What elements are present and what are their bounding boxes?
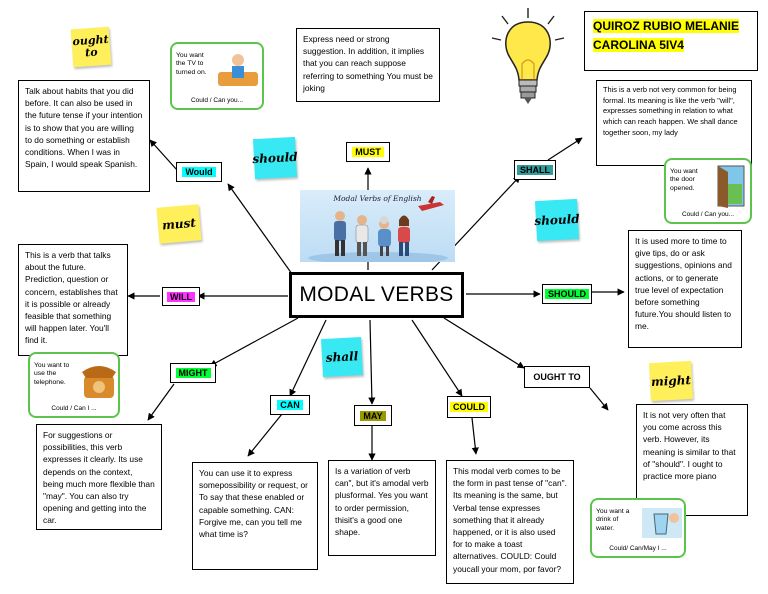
ought-to-description: It is not very often that you come acros…	[636, 404, 748, 516]
label-would: Would	[176, 162, 222, 182]
sticky-shall: shall	[321, 336, 363, 378]
label-may: MAY	[354, 405, 392, 426]
label-could: COULD	[447, 396, 491, 418]
sticky-should-2: should	[534, 198, 580, 242]
label-might-text: MIGHT	[175, 368, 211, 378]
should-description: It is used more to time to give tips, do…	[628, 230, 742, 348]
author-name: QUIROZ RUBIO MELANIE CAROLINA 5IV4	[593, 19, 739, 53]
shall-description: This is a verb not very common for being…	[596, 80, 752, 166]
door-icon	[717, 165, 745, 208]
person-on-sofa-icon	[218, 54, 258, 86]
may-description: Is a variation of verb can", but it's am…	[328, 460, 436, 556]
card-phone-text: You want to use the telephone.	[34, 362, 70, 386]
label-shall-text: SHALL	[517, 165, 553, 175]
sticky-must: must	[156, 204, 202, 244]
lightbulb-icon	[491, 8, 565, 104]
card-phone: You want to use the telephone. Could / C…	[28, 352, 120, 418]
label-can: CAN	[270, 395, 310, 415]
label-might: MIGHT	[170, 363, 216, 383]
will-description: This is a verb that talks about the futu…	[18, 244, 128, 356]
author-name-box: QUIROZ RUBIO MELANIE CAROLINA 5IV4	[584, 11, 758, 71]
can-description: You can use it to express somepossibilit…	[192, 462, 318, 570]
card-tv: You want the TV to turned on. Could / Ca…	[170, 42, 264, 110]
label-may-text: MAY	[360, 410, 386, 421]
card-door: You want the door opened. Could / Can yo…	[664, 158, 752, 224]
card-door-text: You want the door opened.	[670, 168, 698, 192]
card-water-text: You want a drink of water.	[596, 508, 630, 532]
label-will-text: WILL	[167, 291, 195, 302]
label-can-text: CAN	[277, 400, 303, 410]
could-description: This modal verb comes to be the form in …	[446, 460, 574, 584]
label-would-text: Would	[182, 167, 216, 177]
label-should-text: SHOULD	[545, 289, 589, 299]
label-ought-to-text: OUGHT TO	[533, 372, 581, 382]
banner-title: Modal Verbs of English	[333, 194, 422, 203]
card-tv-foot: Could / Can you...	[190, 96, 244, 104]
family-illustration-icon	[308, 196, 448, 262]
label-must: MUST	[346, 142, 390, 162]
sticky-should-1: should	[252, 136, 298, 180]
card-phone-foot: Could / Can I ...	[51, 404, 97, 412]
sticky-ought-to: ought to	[70, 26, 112, 68]
label-shall: SHALL	[514, 160, 556, 180]
label-could-text: COULD	[450, 402, 488, 412]
card-door-foot: Could / Can you...	[681, 210, 735, 218]
modal-verbs-banner-image: Modal Verbs of English	[300, 190, 455, 262]
sticky-might: might	[649, 360, 693, 402]
must-description: Express need or strong suggestion. In ad…	[296, 28, 440, 102]
drink-of-water-icon	[642, 508, 682, 538]
label-should: SHOULD	[542, 284, 592, 304]
card-tv-text: You want the TV to turned on.	[176, 52, 207, 76]
label-will: WILL	[162, 287, 200, 306]
label-ought-to: OUGHT TO	[524, 366, 590, 388]
might-description: For suggestions or possibilities, this v…	[36, 424, 162, 530]
card-water: You want a drink of water. Could/ Can/Ma…	[590, 498, 686, 558]
telephone-icon	[82, 366, 116, 398]
central-title: MODAL VERBS	[289, 272, 464, 318]
label-must-text: MUST	[352, 147, 384, 157]
card-water-foot: Could/ Can/May I ...	[609, 544, 667, 552]
would-description: Talk about habits that you did before. I…	[18, 80, 150, 192]
